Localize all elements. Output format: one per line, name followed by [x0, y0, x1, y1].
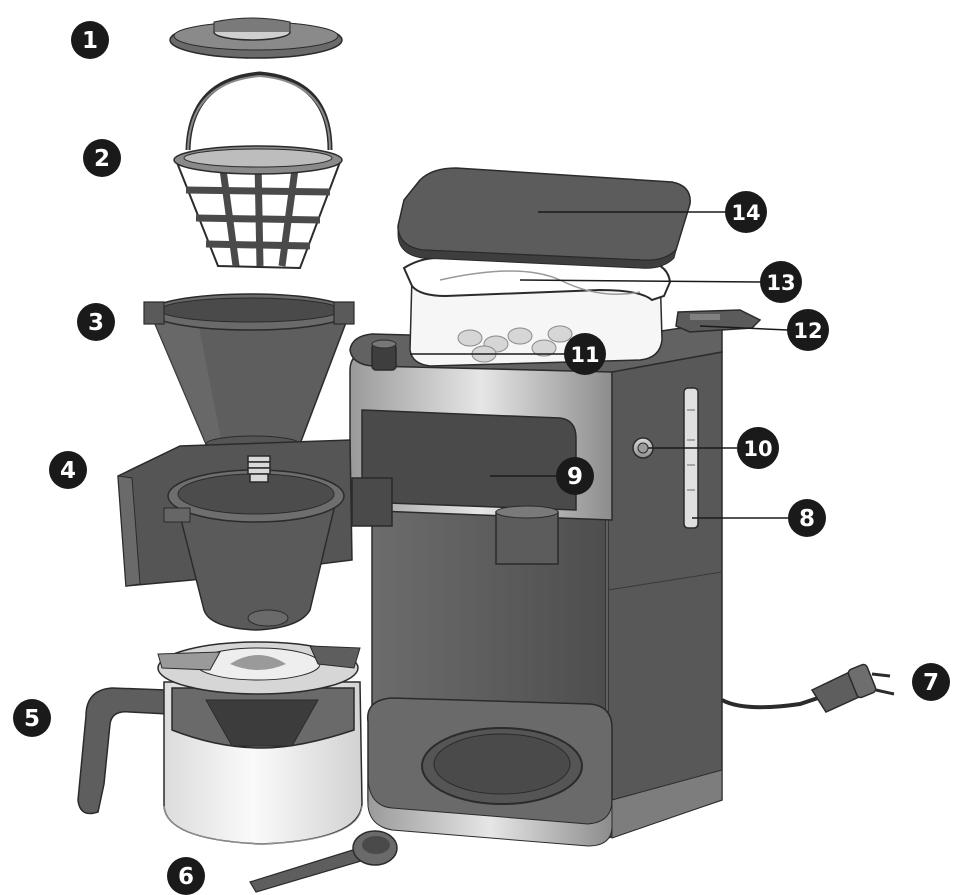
callout-2-number: 2: [94, 146, 110, 172]
callout-5-badge: [13, 699, 51, 737]
callout-11-number: 11: [570, 343, 599, 367]
water-level-window: [683, 387, 699, 529]
power-cord: [721, 663, 895, 713]
callout-8-badge: [788, 499, 826, 537]
callout-3-number: 3: [88, 310, 104, 336]
callout-13-number: 13: [766, 271, 795, 295]
callout-3: 3: [77, 303, 115, 341]
callout-6: 6: [167, 857, 205, 895]
measuring-spoon: [249, 830, 398, 893]
callout-8-number: 8: [799, 506, 815, 532]
bean-container-lid: [397, 167, 691, 269]
callout-14: 14: [725, 191, 767, 233]
callout-11: 11: [564, 333, 606, 375]
callout-10-badge: [737, 427, 779, 469]
grind-selector: [371, 339, 397, 371]
callout-4: 4: [49, 451, 87, 489]
callout-4-badge: [49, 451, 87, 489]
callout-10-number: 10: [743, 437, 772, 461]
callout-12-number: 12: [793, 319, 822, 343]
callout-1-badge: [71, 21, 109, 59]
callout-8: 8: [788, 499, 826, 537]
callout-7-badge: [912, 663, 950, 701]
callout-13-badge: [760, 261, 802, 303]
callout-7: 7: [912, 663, 950, 701]
bean-container: [402, 256, 672, 367]
callout-2: 2: [83, 139, 121, 177]
callout-11-badge: [564, 333, 606, 375]
callout-14-badge: [725, 191, 767, 233]
callout-12: 12: [787, 309, 829, 351]
callout-12-badge: [787, 309, 829, 351]
callout-9-badge: [556, 457, 594, 495]
carafe: [77, 641, 363, 845]
callout-7-number: 7: [923, 670, 939, 696]
callout-5-number: 5: [24, 706, 40, 732]
callout-2-badge: [83, 139, 121, 177]
callout-10: 10: [737, 427, 779, 469]
callout-3-badge: [77, 303, 115, 341]
filter-holder: [143, 293, 355, 453]
callout-1-number: 1: [82, 28, 98, 54]
filter-swing-arm: [117, 439, 393, 631]
leader-lines: [410, 211, 789, 519]
callout-6-badge: [167, 857, 205, 895]
callout-6-number: 6: [178, 864, 194, 890]
callout-9: 9: [556, 457, 594, 495]
callout-1: 1: [71, 21, 109, 59]
callout-5: 5: [13, 699, 51, 737]
filter-lid: [169, 17, 343, 59]
callout-9-number: 9: [567, 464, 583, 490]
callout-13: 13: [760, 261, 802, 303]
callout-4-number: 4: [60, 458, 76, 484]
filter-basket: [173, 71, 343, 270]
machine-body: [349, 321, 723, 847]
control-panel: [361, 409, 577, 511]
callout-14-number: 14: [731, 201, 760, 225]
